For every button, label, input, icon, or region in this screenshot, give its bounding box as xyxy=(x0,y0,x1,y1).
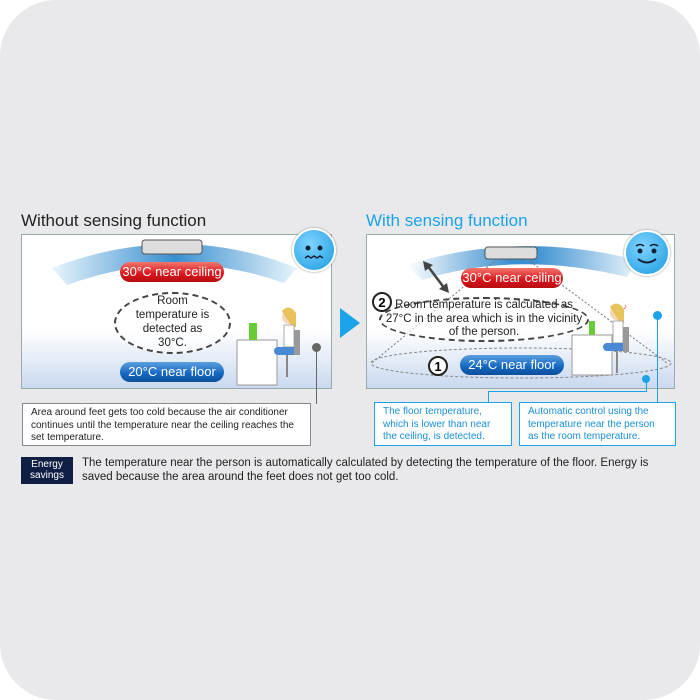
callout2-dot xyxy=(653,311,662,320)
happy-face-icon xyxy=(624,230,670,276)
auto-control-callout: Automatic control using the temperature … xyxy=(519,402,676,446)
left-callout: Area around feet gets too cold because t… xyxy=(22,403,311,446)
step-1-badge: 1 xyxy=(428,356,448,376)
svg-text:♪: ♪ xyxy=(623,302,627,311)
person-at-desk-icon: ♪ xyxy=(571,302,629,376)
footer-description: The temperature near the person is autom… xyxy=(82,457,649,483)
worried-face-icon xyxy=(292,228,336,272)
floor-detection-callout: The floor temperature, which is lower th… xyxy=(374,402,512,446)
next-arrow-icon xyxy=(340,308,360,338)
energy-savings-badge: Energy savings xyxy=(21,457,73,484)
callout2-line xyxy=(657,316,658,402)
detected-temp-ellipse: Room temperature is detected as 30°C. xyxy=(114,292,231,354)
left-title: Without sensing function xyxy=(21,211,207,230)
callout1-dot xyxy=(642,375,650,383)
callout1-line xyxy=(488,391,489,402)
ac-unit-icon xyxy=(141,239,203,255)
step-2-badge: 2 xyxy=(372,292,392,312)
left-callout-dot xyxy=(312,343,321,352)
calculated-temp-ellipse: Room temperature is calculated as 27°C i… xyxy=(379,297,589,342)
ceiling-temp-pill: 30°C near ceiling xyxy=(120,262,224,282)
left-callout-line xyxy=(316,347,317,404)
ac-unit-icon xyxy=(484,246,538,260)
right-title: With sensing function xyxy=(366,211,528,230)
person-at-desk-icon xyxy=(236,307,300,386)
airflow-arc: ♪ xyxy=(370,246,672,379)
left-panel: 30°C near ceiling Room temperature is de… xyxy=(21,234,332,389)
callout1-line xyxy=(488,391,647,392)
floor-temp-pill: 20°C near floor xyxy=(120,362,224,382)
right-panel: ♪ 30°C near ceiling Room temperature is … xyxy=(366,234,675,389)
ceiling-temp-pill: 30°C near ceiling xyxy=(461,268,563,288)
callout1-line xyxy=(646,378,647,392)
floor-temp-pill: 24°C near floor xyxy=(460,355,564,375)
